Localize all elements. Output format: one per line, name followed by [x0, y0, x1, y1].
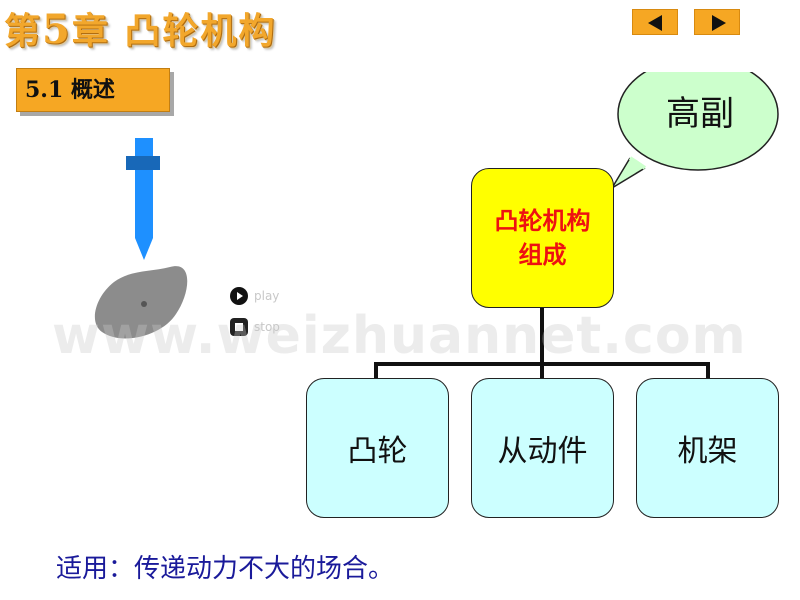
follower-tip [135, 238, 153, 260]
triangle-left-icon [648, 15, 662, 31]
next-slide-button[interactable] [694, 9, 740, 35]
section-header: 5.1 概述 [16, 68, 170, 112]
title-number: 5 [42, 6, 72, 53]
play-label: play [254, 289, 280, 303]
cam-pivot [141, 301, 147, 307]
play-icon [230, 287, 248, 305]
callout-bubble [611, 72, 779, 189]
root-label-line1: 凸轮机构 [494, 207, 591, 235]
prev-slide-button[interactable] [632, 9, 678, 35]
stop-icon [230, 318, 248, 336]
cam-disc [94, 266, 188, 339]
follower-guide [126, 156, 160, 170]
child-node-follower: 从动件 [471, 378, 614, 518]
footer-note: 适用：传递动力不大的场合。 [56, 554, 395, 584]
title-rest: 章 凸轮机构 [71, 10, 277, 52]
slide-title: 第5章 凸轮机构 [4, 2, 276, 54]
triangle-right-icon [712, 15, 726, 31]
child-node-frame: 机架 [636, 378, 779, 518]
stop-label: stop [254, 320, 280, 334]
root-node: 凸轮机构 组成 [471, 168, 614, 308]
callout-text: 高副 [666, 94, 734, 134]
title-prefix: 第 [4, 10, 43, 52]
cam-animation [94, 138, 188, 339]
play-button[interactable]: play [230, 287, 279, 305]
root-label-line2: 组成 [518, 241, 567, 269]
stop-button[interactable]: stop [230, 318, 280, 336]
child-node-cam: 凸轮 [306, 378, 449, 518]
